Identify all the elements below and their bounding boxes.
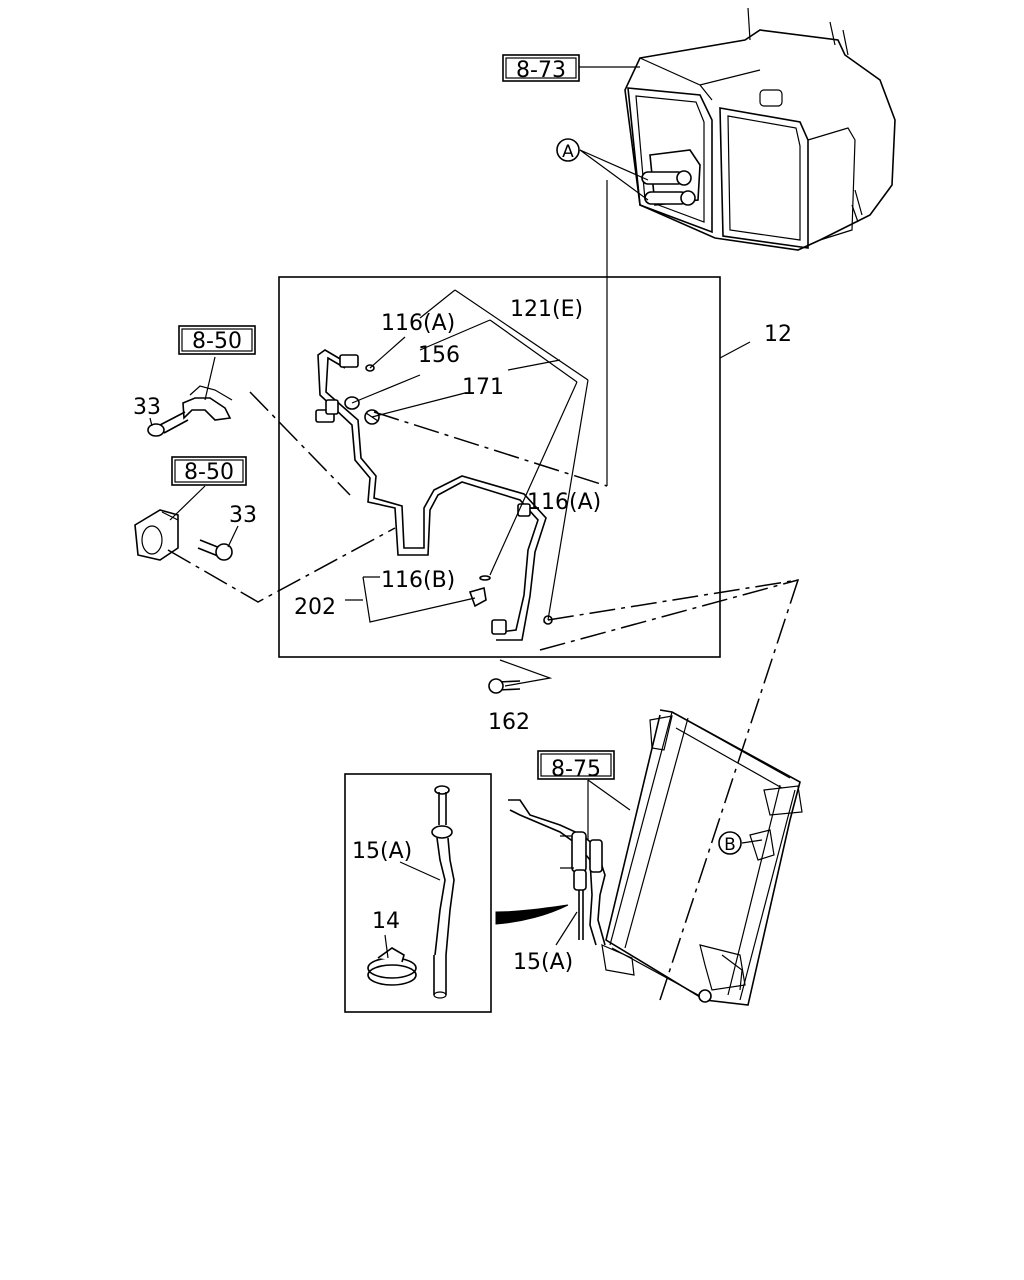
leader-lines [149,66,800,1001]
detail-inset-frame [344,773,492,1013]
callout-a: A [556,138,580,162]
bolt-162 [488,678,521,694]
condenser-drawing [508,709,803,1006]
evaporator-unit-drawing [624,7,896,251]
ref-box-8-73[interactable]: 8-73 [502,54,580,83]
ac-pipe-assembly [315,349,553,641]
part-label-116b: 116(B) [381,568,455,593]
part-label-12: 12 [764,322,792,347]
part-label-121e: 121(E) [510,297,583,322]
part-label-202: 202 [294,595,336,620]
ref-box-8-50-lower[interactable]: 8-50 [171,456,247,486]
callout-a-letter: A [562,142,574,162]
ref-box-8-75[interactable]: 8-75 [537,750,615,782]
part-label-116a-mid: 116(A) [527,490,601,515]
part-label-156: 156 [418,343,460,368]
pipe-assembly-frame [278,276,721,658]
part-label-33-lower: 33 [229,503,257,528]
part-label-162: 162 [488,710,530,735]
ref-label-8-50-upper: 8-50 [192,329,242,354]
pipe-clip-lower [134,509,179,561]
ref-label-8-73: 8-73 [516,58,566,83]
callout-b: B [718,831,742,855]
part-label-15a-right: 15(A) [513,950,573,975]
part-label-33-upper: 33 [133,395,161,420]
detail-arrow [495,904,569,925]
part-label-116a-top: 116(A) [381,311,455,336]
drain-hose-detail [431,785,455,999]
ref-label-8-75: 8-75 [551,757,601,782]
part-label-171: 171 [462,375,504,400]
ref-box-8-50-upper[interactable]: 8-50 [178,325,256,355]
hose-clamp-14 [367,947,417,986]
part-label-14: 14 [372,909,400,934]
bolt-33-upper [147,411,189,437]
part-label-15a-left: 15(A) [352,839,412,864]
part-labels: 116(A) 121(E) 12 156 171 33 33 116(A) 11… [133,297,792,975]
bolt-33-lower [197,539,233,561]
ref-label-8-50-lower: 8-50 [184,460,234,485]
callout-b-letter: B [724,835,736,855]
